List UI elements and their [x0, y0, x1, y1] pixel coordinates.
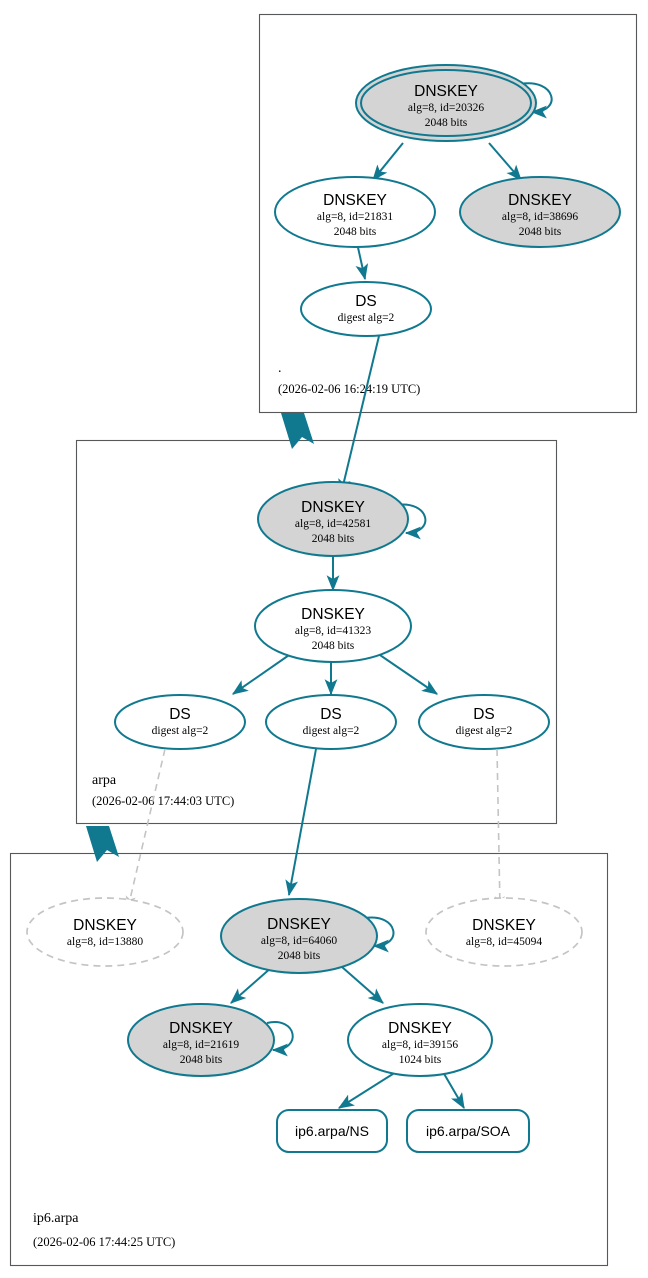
node-label-line3: 1024 bits	[399, 1054, 442, 1066]
zone-label-root: . (2026-02-06 16:24:19 UTC)	[278, 361, 420, 396]
node-label-title: DS	[473, 706, 495, 723]
node-label-title: ip6.arpa/NS	[295, 1123, 369, 1139]
edge-root-zsk-to-ds	[355, 242, 369, 281]
node-root-ksk-20326[interactable]: DNSKEY alg=8, id=20326 2048 bits	[355, 64, 537, 142]
edge-arpa-zsk-to-ds-right	[376, 652, 438, 695]
node-ip6-zsk-39156[interactable]: DNSKEY alg=8, id=39156 1024 bits	[347, 1003, 493, 1077]
node-label-title: DNSKEY	[472, 917, 536, 934]
edge-arpa-zsk-to-ds-left	[232, 652, 293, 695]
edges-root	[355, 82, 553, 281]
node-label-line2: digest alg=2	[456, 725, 513, 737]
node-arpa-ksk-42581[interactable]: DNSKEY alg=8, id=42581 2048 bits	[257, 481, 409, 557]
node-label-line2: alg=8, id=38696	[502, 211, 578, 223]
node-label-line2: alg=8, id=41323	[295, 625, 371, 637]
node-label-line2: alg=8, id=21619	[163, 1039, 239, 1051]
node-label-title: ip6.arpa/SOA	[426, 1123, 511, 1139]
zone-timestamp: (2026-02-06 17:44:25 UTC)	[33, 1235, 175, 1249]
node-label-line2: digest alg=2	[338, 312, 395, 324]
node-label-line3: 2048 bits	[334, 226, 377, 238]
edges-arpa	[232, 503, 438, 696]
node-arpa-ds-right[interactable]: DS digest alg=2	[418, 694, 550, 750]
node-ip6-ghost-45094[interactable]: DNSKEY alg=8, id=45094	[425, 897, 583, 967]
delegation-arrow-arpa-to-ip6arpa	[86, 826, 119, 862]
node-ip6-key-21619[interactable]: DNSKEY alg=8, id=21619 2048 bits	[127, 1003, 275, 1077]
node-arpa-zsk-41323[interactable]: DNSKEY alg=8, id=41323 2048 bits	[254, 589, 412, 663]
node-ip6-ksk-64060[interactable]: DNSKEY alg=8, id=64060 2048 bits	[220, 898, 378, 974]
node-label-title: DNSKEY	[301, 499, 365, 516]
node-label-line3: 2048 bits	[519, 226, 562, 238]
node-label-line3: 2048 bits	[312, 533, 355, 545]
node-root-ds-arpa[interactable]: DS digest alg=2	[300, 281, 432, 337]
node-root-zsk-21831[interactable]: DNSKEY alg=8, id=21831 2048 bits	[274, 176, 436, 248]
edge-ip6-ksk-to-21619	[230, 966, 273, 1004]
zone-label-ip6arpa: ip6.arpa (2026-02-06 17:44:25 UTC)	[33, 1211, 175, 1249]
node-label-line2: alg=8, id=39156	[382, 1039, 458, 1051]
edge-arpa-ds-right-to-ghost-45094	[494, 748, 505, 909]
node-arpa-ds-mid[interactable]: DS digest alg=2	[265, 694, 397, 750]
node-ip6-rr-ns[interactable]: ip6.arpa/NS	[276, 1109, 388, 1153]
node-label-title: DS	[355, 293, 377, 310]
edge-selfsign-arpa-ksk	[395, 503, 427, 540]
zone-name: arpa	[92, 773, 117, 788]
edge-arpa-ds-left-to-ghost-13880	[125, 748, 166, 909]
node-label-line2: alg=8, id=45094	[466, 936, 542, 948]
node-label-line3: 2048 bits	[180, 1054, 223, 1066]
zone-label-arpa: arpa (2026-02-06 17:44:03 UTC)	[92, 773, 234, 808]
node-label-title: DNSKEY	[508, 192, 572, 209]
node-label-line3: 2048 bits	[278, 950, 321, 962]
node-label-title: DNSKEY	[388, 1020, 452, 1037]
node-arpa-ds-left[interactable]: DS digest alg=2	[114, 694, 246, 750]
edge-ip6-zsk-to-ns	[337, 1071, 397, 1109]
edge-root-ksk-to-zsk	[372, 142, 404, 181]
node-label-title: DNSKEY	[73, 917, 137, 934]
delegation-arrow-root-to-arpa	[281, 413, 314, 449]
node-label-line2: alg=8, id=42581	[295, 518, 371, 530]
zone-timestamp: (2026-02-06 17:44:03 UTC)	[92, 794, 234, 808]
node-label-line2: alg=8, id=64060	[261, 935, 337, 947]
node-label-title: DNSKEY	[169, 1020, 233, 1037]
node-label-title: DNSKEY	[414, 83, 478, 100]
node-label-title: DNSKEY	[323, 192, 387, 209]
zone-name: ip6.arpa	[33, 1211, 79, 1226]
edges-ip6arpa	[230, 916, 465, 1110]
node-label-title: DNSKEY	[301, 606, 365, 623]
node-label-line2: digest alg=2	[303, 725, 360, 737]
zone-timestamp: (2026-02-06 16:24:19 UTC)	[278, 382, 420, 396]
node-ip6-ghost-13880[interactable]: DNSKEY alg=8, id=13880	[26, 897, 184, 967]
edge-root-ksk-to-38696	[488, 142, 522, 181]
node-root-key-38696[interactable]: DNSKEY alg=8, id=38696 2048 bits	[459, 176, 621, 248]
node-label-line2: alg=8, id=21831	[317, 211, 393, 223]
node-label-line2: alg=8, id=13880	[67, 936, 143, 948]
edge-arpa-ds-mid-to-ip6-ksk	[285, 748, 317, 897]
zone-name: .	[278, 361, 282, 376]
edge-ip6-zsk-to-soa	[442, 1071, 465, 1110]
node-label-line2: digest alg=2	[152, 725, 209, 737]
node-ip6-rr-soa[interactable]: ip6.arpa/SOA	[406, 1109, 530, 1153]
node-label-title: DS	[169, 706, 191, 723]
edge-selfsign-root-ksk	[519, 82, 553, 119]
edge-selfsign-ip6-21619	[266, 1021, 294, 1057]
edge-ip6-ksk-to-zsk-39156	[341, 966, 384, 1004]
edge-root-ds-to-arpa-ksk	[338, 335, 380, 496]
node-label-line3: 2048 bits	[312, 640, 355, 652]
node-label-line2: alg=8, id=20326	[408, 102, 484, 114]
edge-selfsign-ip6-ksk	[364, 916, 395, 953]
node-label-title: DS	[320, 706, 342, 723]
node-label-line3: 2048 bits	[425, 117, 468, 129]
node-label-title: DNSKEY	[267, 916, 331, 933]
